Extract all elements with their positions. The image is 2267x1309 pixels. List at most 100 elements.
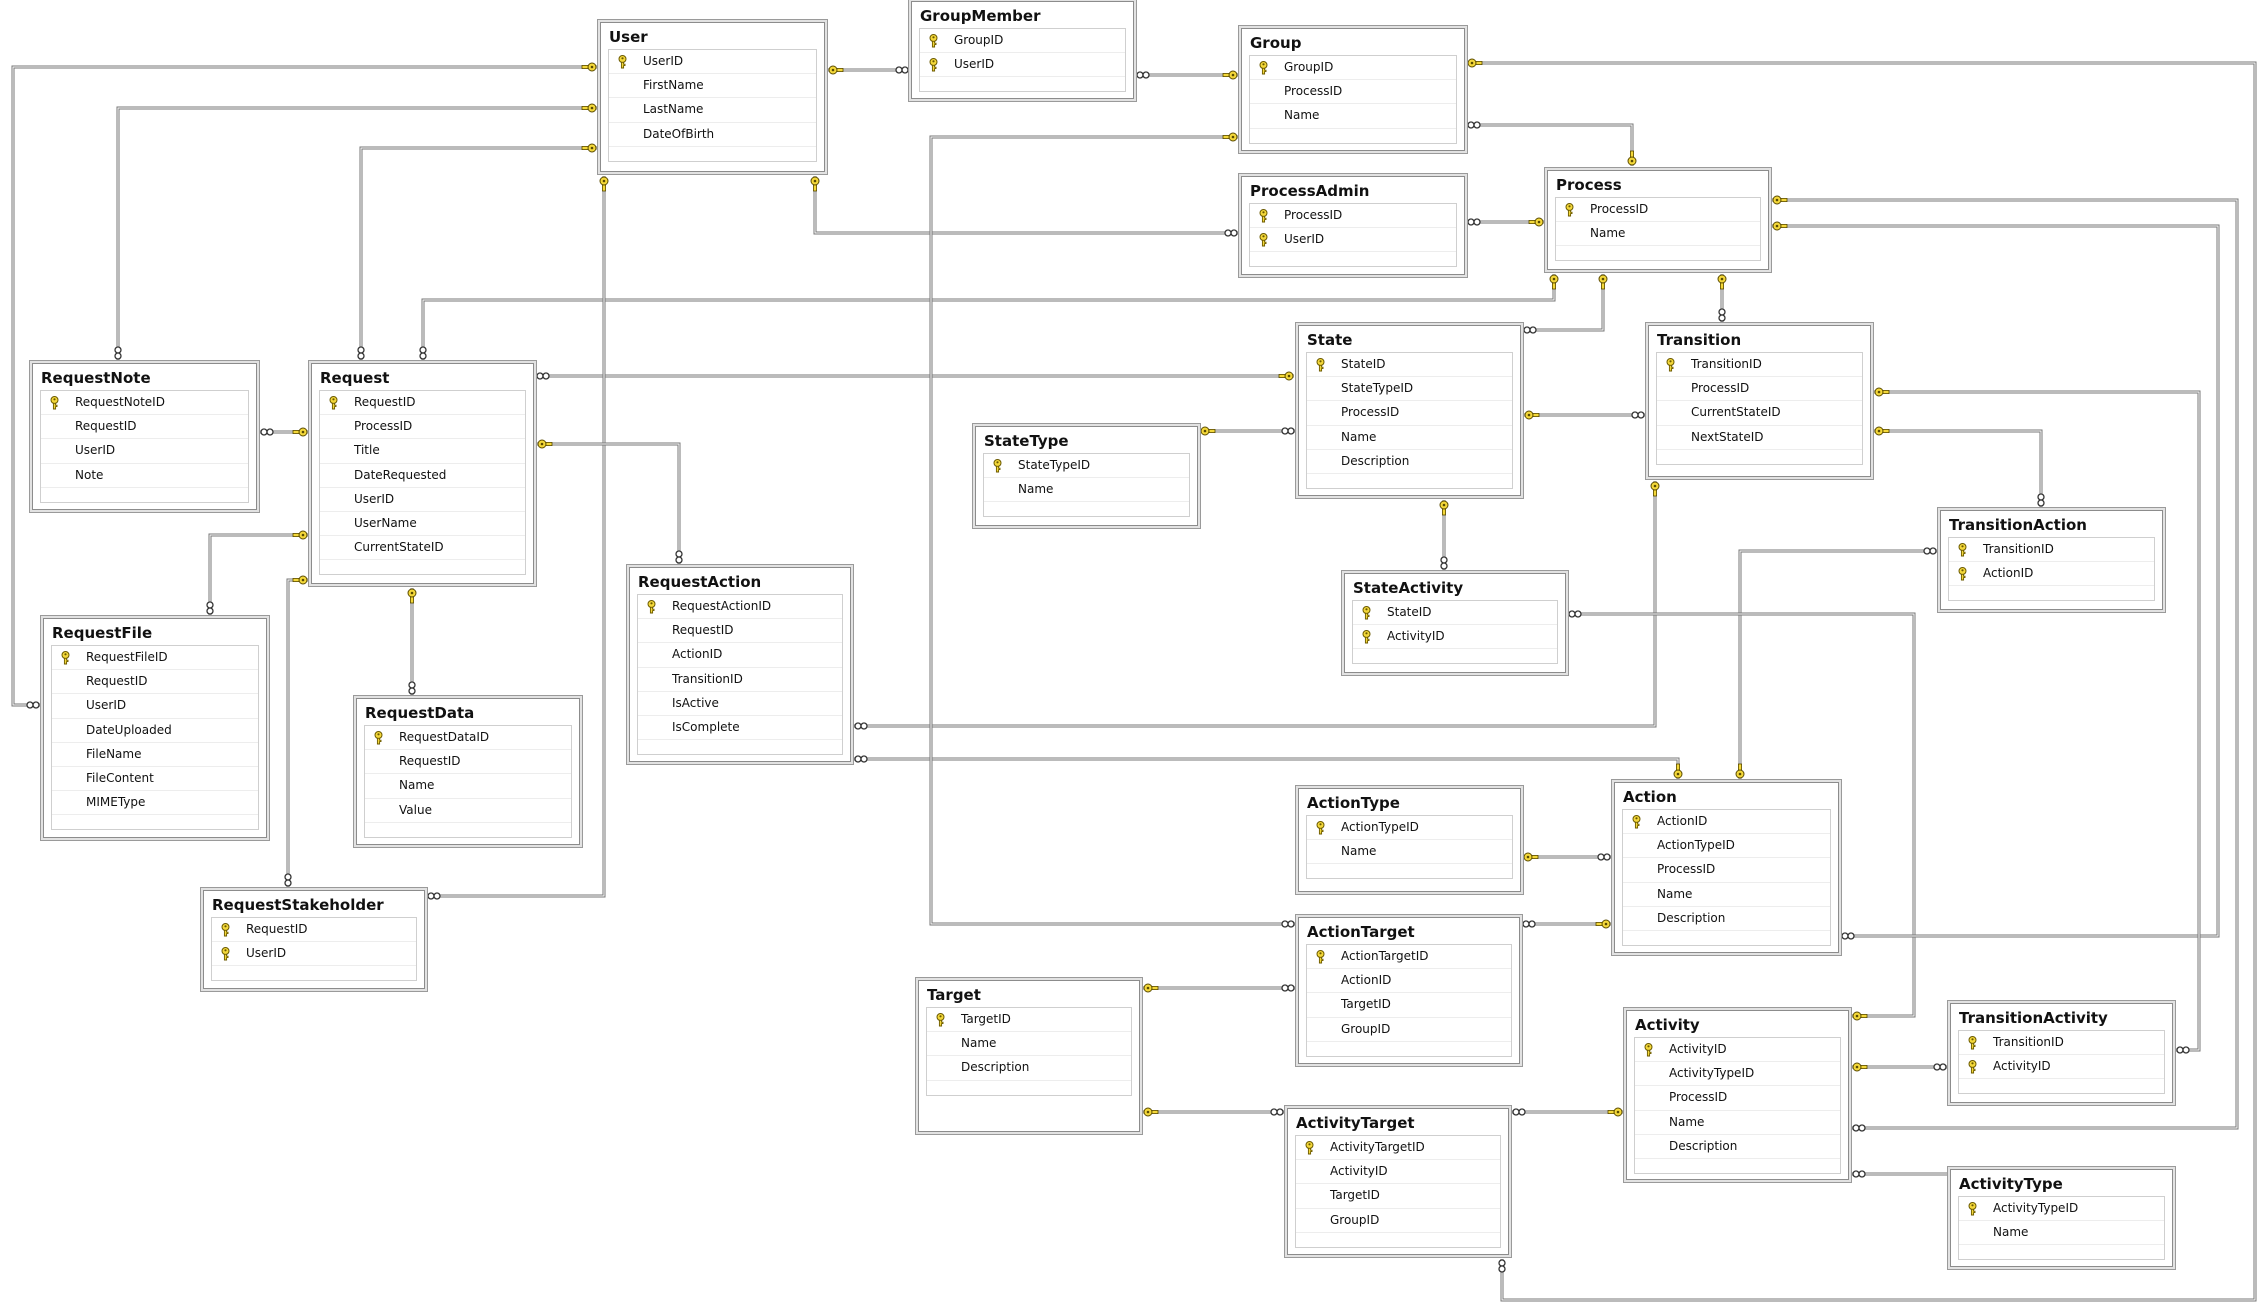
- column-row[interactable]: GroupID: [920, 29, 1125, 54]
- column-row[interactable]: StateTypeID: [984, 454, 1189, 479]
- table-title[interactable]: ActionType: [1307, 794, 1400, 812]
- table-title[interactable]: RequestNote: [41, 369, 151, 387]
- column-row[interactable]: ProcessID: [1250, 204, 1456, 229]
- column-row[interactable]: ProcessID: [1657, 377, 1862, 402]
- table-title[interactable]: TransitionAction: [1949, 516, 2087, 534]
- column-row[interactable]: RequestID: [638, 619, 842, 644]
- column-row[interactable]: RequestID: [320, 391, 525, 416]
- column-row[interactable]: ActionID: [1307, 969, 1511, 994]
- column-row[interactable]: ProcessID: [1623, 858, 1830, 883]
- column-row[interactable]: Name: [984, 478, 1189, 503]
- table-title[interactable]: StateType: [984, 432, 1069, 450]
- column-row[interactable]: NextStateID: [1657, 426, 1862, 450]
- column-row[interactable]: ProcessID: [1556, 198, 1760, 223]
- column-row[interactable]: Name: [1250, 104, 1456, 129]
- column-row[interactable]: ActionTypeID: [1623, 834, 1830, 859]
- column-row[interactable]: Name: [1556, 222, 1760, 247]
- column-row[interactable]: StateID: [1353, 601, 1557, 626]
- table-title[interactable]: Request: [320, 369, 390, 387]
- column-row[interactable]: RequestID: [52, 670, 258, 695]
- column-row[interactable]: ActionID: [638, 643, 842, 668]
- column-row[interactable]: TargetID: [1307, 993, 1511, 1018]
- column-row[interactable]: TransitionID: [638, 668, 842, 692]
- column-row[interactable]: ProcessID: [1307, 401, 1512, 426]
- column-row[interactable]: ActivityID: [1959, 1055, 2164, 1080]
- column-row[interactable]: IsActive: [638, 692, 842, 716]
- column-row[interactable]: DateRequested: [320, 464, 525, 488]
- table-title[interactable]: Process: [1556, 176, 1622, 194]
- column-row[interactable]: ActivityTypeID: [1959, 1197, 2164, 1222]
- column-row[interactable]: Title: [320, 439, 525, 464]
- column-row[interactable]: IsComplete: [638, 716, 842, 741]
- column-row[interactable]: UserID: [212, 942, 416, 967]
- column-row[interactable]: ActionTargetID: [1307, 945, 1511, 970]
- column-row[interactable]: Name: [1959, 1221, 2164, 1246]
- column-row[interactable]: RequestNoteID: [41, 391, 248, 416]
- column-row[interactable]: UserID: [52, 694, 258, 719]
- table-title[interactable]: Transition: [1657, 331, 1742, 349]
- column-row[interactable]: RequestActionID: [638, 595, 842, 620]
- column-row[interactable]: Value: [365, 799, 571, 823]
- column-row[interactable]: ActivityID: [1296, 1160, 1500, 1185]
- table-title[interactable]: State: [1307, 331, 1353, 349]
- table-title[interactable]: RequestAction: [638, 573, 762, 591]
- column-row[interactable]: UserID: [1250, 228, 1456, 253]
- column-row[interactable]: TargetID: [1296, 1184, 1500, 1209]
- column-row[interactable]: RequestID: [212, 918, 416, 943]
- column-row[interactable]: Description: [1623, 907, 1830, 931]
- column-row[interactable]: RequestID: [41, 415, 248, 440]
- column-row[interactable]: RequestID: [365, 750, 571, 775]
- column-row[interactable]: Description: [1635, 1135, 1840, 1159]
- column-row[interactable]: GroupID: [1250, 56, 1456, 81]
- column-row[interactable]: RequestDataID: [365, 726, 571, 751]
- table-title[interactable]: ActivityTarget: [1296, 1114, 1415, 1132]
- column-row[interactable]: ActionTypeID: [1307, 816, 1512, 841]
- column-row[interactable]: StateTypeID: [1307, 377, 1512, 402]
- column-row[interactable]: ActivityTypeID: [1635, 1062, 1840, 1087]
- column-row[interactable]: ActionID: [1623, 810, 1830, 835]
- table-title[interactable]: Target: [927, 986, 981, 1004]
- column-row[interactable]: Name: [365, 774, 571, 799]
- column-row[interactable]: Name: [1635, 1111, 1840, 1135]
- column-row[interactable]: UserID: [41, 439, 248, 464]
- column-row[interactable]: UserName: [320, 512, 525, 537]
- column-row[interactable]: FirstName: [609, 74, 816, 99]
- table-title[interactable]: Action: [1623, 788, 1677, 806]
- column-row[interactable]: FileContent: [52, 767, 258, 792]
- column-row[interactable]: ProcessID: [1250, 80, 1456, 105]
- table-title[interactable]: GroupMember: [920, 7, 1041, 25]
- column-row[interactable]: UserID: [920, 53, 1125, 78]
- column-row[interactable]: ActionID: [1949, 562, 2154, 587]
- column-row[interactable]: FileName: [52, 743, 258, 767]
- column-row[interactable]: DateUploaded: [52, 719, 258, 743]
- column-row[interactable]: ActivityTargetID: [1296, 1136, 1500, 1161]
- column-row[interactable]: TargetID: [927, 1008, 1131, 1033]
- table-title[interactable]: ProcessAdmin: [1250, 182, 1370, 200]
- column-row[interactable]: Name: [1307, 426, 1512, 450]
- table-title[interactable]: Group: [1250, 34, 1302, 52]
- column-row[interactable]: RequestFileID: [52, 646, 258, 671]
- column-row[interactable]: Name: [1307, 840, 1512, 865]
- column-row[interactable]: CurrentStateID: [1657, 401, 1862, 426]
- table-title[interactable]: StateActivity: [1353, 579, 1464, 597]
- table-title[interactable]: ActionTarget: [1307, 923, 1415, 941]
